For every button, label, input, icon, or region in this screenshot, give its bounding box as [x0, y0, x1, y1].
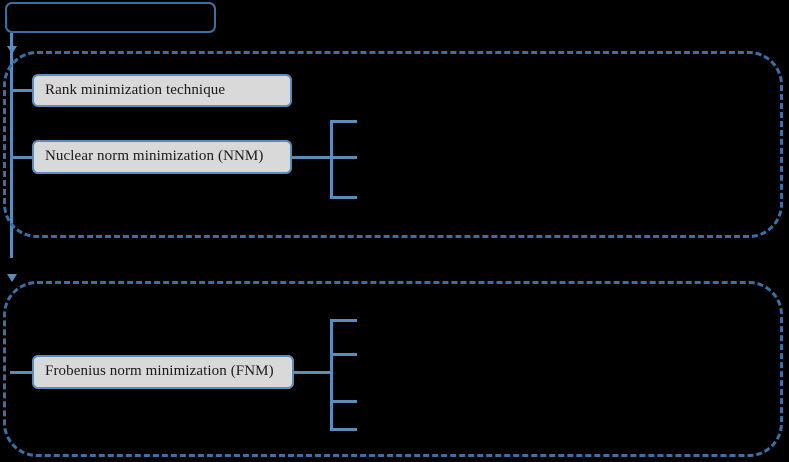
bracket-prong-nnm-2 [330, 156, 357, 159]
root-node[interactable] [5, 2, 216, 33]
trunk-line-main [10, 33, 13, 258]
node-nnm-label: Nuclear norm minimization (NNM) [45, 148, 264, 164]
bracket-prong-nnm-1 [330, 120, 357, 123]
trunk-arrow-upper-group [7, 46, 17, 54]
bracket-prong-fnm-2 [330, 353, 357, 356]
bracket-prong-fnm-3 [330, 400, 357, 403]
node-rank-minimization-technique[interactable]: Rank minimization technique [32, 74, 292, 107]
node-frobenius-norm-minimization[interactable]: Frobenius norm minimization (FNM) [32, 355, 294, 389]
bracket-stem-nnm [292, 156, 332, 159]
bracket-spine-nnm [330, 120, 333, 199]
bracket-prong-fnm-1 [330, 319, 357, 322]
bracket-spine-fnm [330, 319, 333, 431]
trunk-arrow-lower-group [7, 274, 17, 282]
bracket-stem-fnm [294, 371, 332, 374]
bracket-prong-fnm-4 [330, 428, 357, 431]
connector-trunk-to-nnm [10, 156, 34, 159]
group-container-upper [3, 51, 783, 238]
connector-trunk-to-rank [10, 89, 34, 92]
node-nuclear-norm-minimization[interactable]: Nuclear norm minimization (NNM) [32, 140, 292, 174]
bracket-prong-nnm-3 [330, 196, 357, 199]
node-fnm-label: Frobenius norm minimization (FNM) [45, 363, 274, 379]
group-container-lower [3, 281, 783, 457]
node-rank-label: Rank minimization technique [45, 82, 226, 98]
connector-trunk-to-fnm [10, 371, 34, 374]
